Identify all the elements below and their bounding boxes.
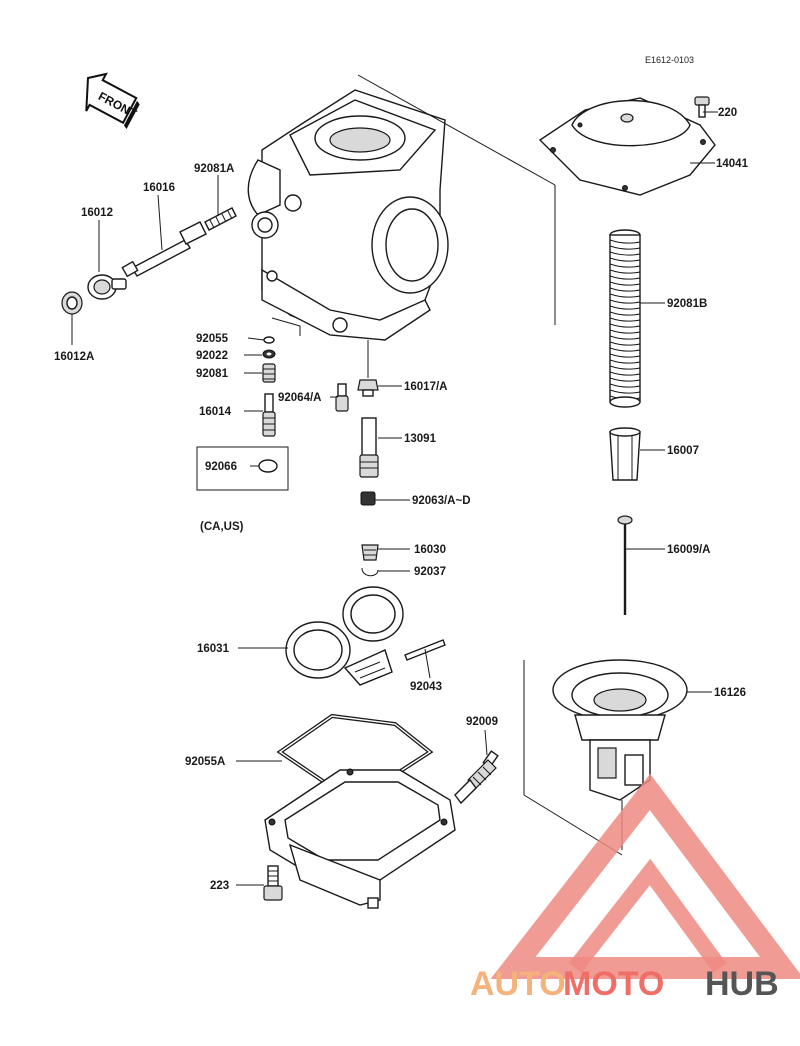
spring-coil xyxy=(609,275,641,280)
label-16012A: 16012A xyxy=(54,351,94,363)
washer-92055-part xyxy=(263,336,275,344)
spring-coil xyxy=(609,239,641,244)
front-arrow-icon: FRONT xyxy=(85,72,140,130)
jet-92064A-part xyxy=(335,383,349,412)
vacuum-piston-part xyxy=(552,659,688,801)
label-13091: 13091 xyxy=(404,433,437,445)
plug-92066-part xyxy=(258,459,278,473)
label-92081A: 92081A xyxy=(194,163,234,175)
clip-92037-part xyxy=(361,567,379,577)
holder-16007-part xyxy=(609,427,641,481)
label-16017A: 16017/A xyxy=(404,381,447,393)
float-bowl-part xyxy=(264,768,456,909)
spring-coil xyxy=(609,359,641,364)
label-16031: 16031 xyxy=(197,643,230,655)
float-16031-part xyxy=(285,586,404,686)
watermark-text-hub: HUB xyxy=(705,965,779,1003)
label-92081B: 92081B xyxy=(667,298,707,310)
spring-coil xyxy=(609,365,641,370)
spring-coil xyxy=(609,263,641,268)
spring-coil xyxy=(609,389,641,394)
jet-needle-part xyxy=(617,515,633,615)
spring-coil xyxy=(609,245,641,250)
note-box xyxy=(196,446,289,491)
spring-coil xyxy=(609,335,641,340)
main-jet-92063-part xyxy=(360,491,376,506)
spring-coil xyxy=(609,287,641,292)
float-valve-16030-part xyxy=(361,544,379,561)
washer-92022-part xyxy=(262,349,276,359)
top-cover-part xyxy=(538,97,716,196)
screw-92009-part xyxy=(454,750,499,805)
spring-coil xyxy=(609,383,641,388)
spring-coil xyxy=(609,329,641,334)
spring-coil xyxy=(609,281,641,286)
watermark-text-auto: AUTO xyxy=(470,965,566,1003)
spring-coil xyxy=(609,323,641,328)
spring-coil xyxy=(609,305,641,310)
guide-line xyxy=(357,74,556,186)
leader-lines xyxy=(71,111,718,886)
spring-coil xyxy=(609,251,641,256)
label-16012: 16012 xyxy=(81,207,113,219)
spring-coil xyxy=(609,293,641,298)
label-92055: 92055 xyxy=(196,333,229,345)
label-92064A: 92064/A xyxy=(278,392,321,404)
label-223: 223 xyxy=(210,880,229,892)
cap-16012A-part xyxy=(61,291,83,315)
plunger-16016-part xyxy=(121,221,207,278)
label-92022: 92022 xyxy=(196,350,228,362)
spring-coil xyxy=(609,353,641,358)
watermark-logo: AUTO MOTO HUB xyxy=(470,773,800,1003)
label-16126: 16126 xyxy=(714,687,746,699)
watermark-text-moto: MOTO xyxy=(563,965,664,1003)
spring-92081B-part xyxy=(609,229,641,408)
cap-16012-part xyxy=(87,274,127,300)
screw-220-part xyxy=(694,96,710,118)
carburetor-body xyxy=(247,89,449,341)
note-label: (CA,US) xyxy=(200,521,244,533)
label-16014: 16014 xyxy=(199,406,232,418)
label-92037: 92037 xyxy=(414,566,446,578)
label-220: 220 xyxy=(718,107,737,119)
screw-16014-part xyxy=(262,393,276,437)
needle-jet-13091-part xyxy=(359,417,379,478)
label-92081: 92081 xyxy=(196,368,229,380)
jet-16017A-part xyxy=(357,379,379,397)
label-92043: 92043 xyxy=(410,681,442,693)
spring-coil xyxy=(609,269,641,274)
spring-92081-part xyxy=(262,363,276,383)
label-92009: 92009 xyxy=(466,716,498,728)
spring-coil xyxy=(609,311,641,316)
spring-coil xyxy=(609,371,641,376)
spring-coil xyxy=(609,317,641,322)
label-16016: 16016 xyxy=(143,182,175,194)
guide-line xyxy=(271,317,301,336)
label-16030: 16030 xyxy=(414,544,446,556)
spring-coil xyxy=(609,377,641,382)
diagram-code: E1612-0103 xyxy=(645,55,694,65)
label-14041: 14041 xyxy=(716,158,749,170)
spring-coil xyxy=(609,341,641,346)
label-92055A: 92055A xyxy=(185,756,225,768)
label-16009A: 16009/A xyxy=(667,544,710,556)
label-16007: 16007 xyxy=(667,445,699,457)
spring-coil xyxy=(609,299,641,304)
spring-coil xyxy=(609,257,641,262)
spring-92081A-part xyxy=(204,207,237,231)
label-92063AD: 92063/A~D xyxy=(412,495,471,507)
screw-223-part xyxy=(263,865,283,901)
spring-coil xyxy=(609,347,641,352)
label-92066: 92066 xyxy=(205,461,237,473)
